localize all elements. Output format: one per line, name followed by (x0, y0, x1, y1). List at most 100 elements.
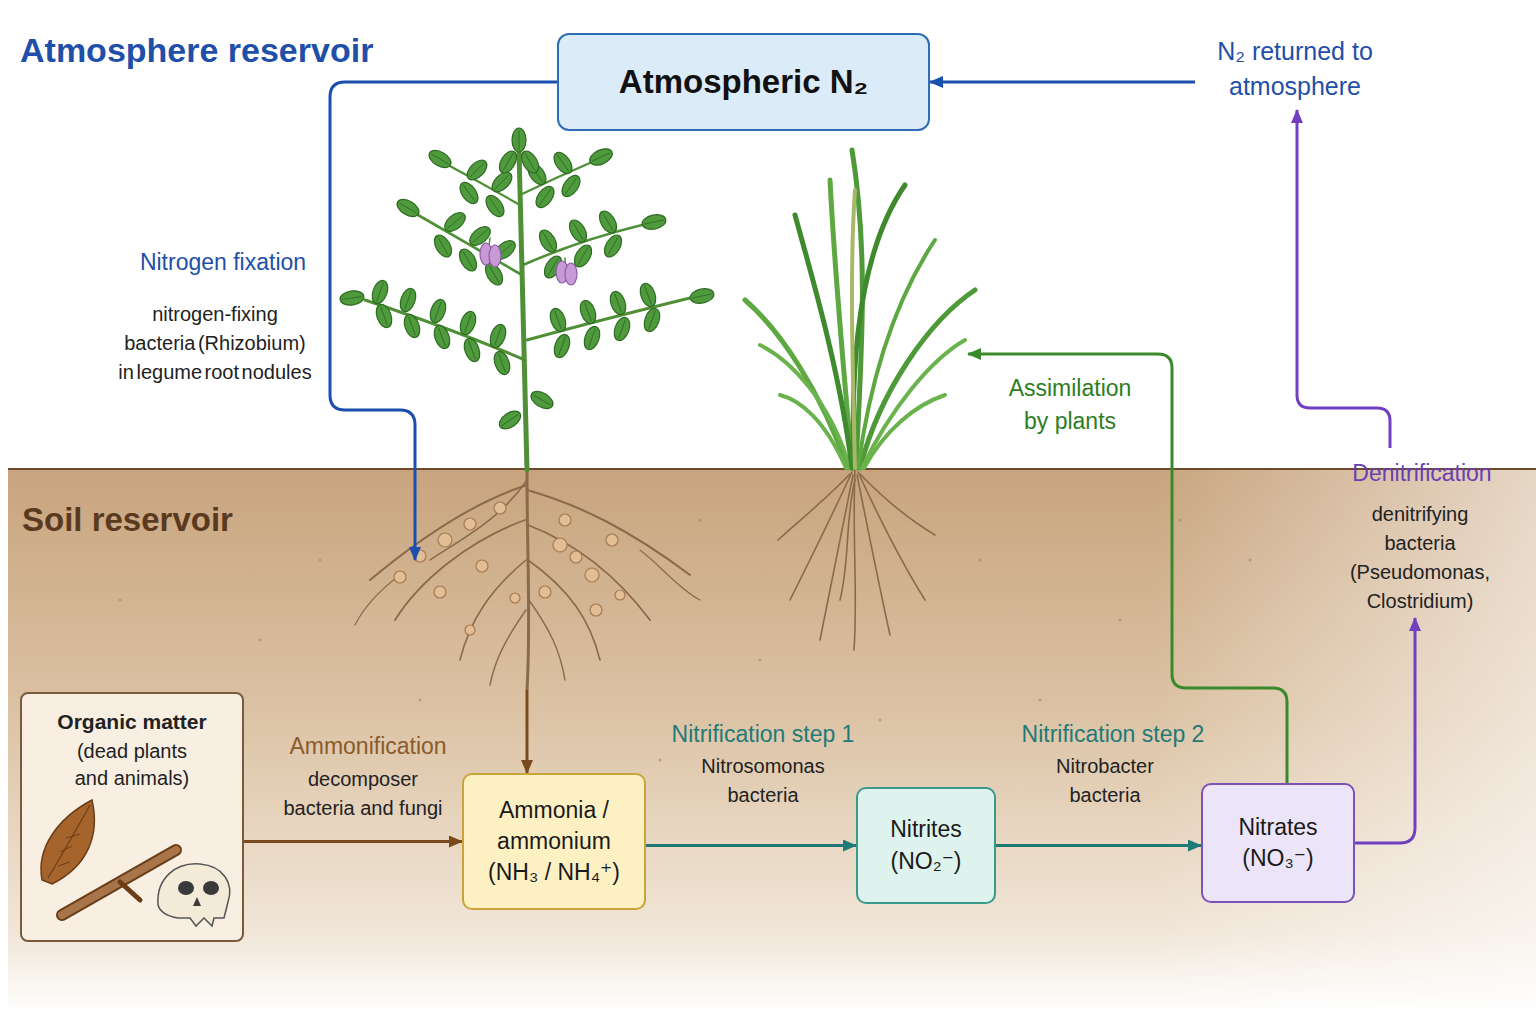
illustration-part (355, 470, 700, 690)
legume-plant (339, 128, 715, 690)
illustration-part (259, 639, 262, 642)
illustration-part (339, 289, 365, 306)
illustration-part (778, 474, 850, 540)
illustration-part (339, 128, 715, 433)
illustration-part (759, 659, 762, 662)
illustration-part (524, 160, 549, 188)
illustration-part (465, 625, 475, 635)
illustration-part (365, 150, 690, 470)
illustration-part (401, 312, 422, 339)
illustration-part (490, 610, 526, 685)
illustration-part (570, 551, 582, 563)
node-title: Organic matter (57, 708, 206, 736)
pool-box: Organic matter(dead plants and animals) (20, 692, 244, 942)
illustration-part (601, 232, 625, 260)
pool-box: Ammonia / ammonium(NH₃ / NH₄⁺) (462, 773, 646, 910)
illustration-part (587, 146, 615, 169)
illustration-part (566, 217, 590, 245)
illustration-part (456, 246, 480, 274)
illustration-part (611, 315, 632, 342)
node-title: Nitrites (890, 814, 962, 845)
illustration-part (394, 571, 406, 583)
process-label: Nitrification step 1 (672, 718, 855, 751)
arrow-segment (1297, 110, 1390, 448)
arrow-segment (526, 690, 529, 773)
illustration-part (1039, 699, 1042, 702)
illustration-part (547, 306, 568, 333)
illustration-part (606, 534, 618, 546)
illustration-part (979, 559, 982, 562)
illustration-part (431, 232, 455, 260)
illustration-part (527, 470, 529, 690)
illustration-part (558, 172, 583, 200)
illustration-part (512, 128, 526, 152)
illustration-part (476, 560, 488, 572)
illustration-part (539, 586, 551, 598)
arrow-segment (930, 81, 1195, 84)
illustration-part (528, 388, 556, 412)
illustration-part (860, 474, 935, 535)
illustration-part (1179, 519, 1182, 522)
illustration-part (527, 490, 690, 575)
illustration-part (355, 575, 400, 625)
illustration-part (581, 324, 602, 351)
arrow-segment (330, 82, 557, 560)
illustration-part (414, 550, 426, 562)
grass-plant (745, 150, 975, 650)
illustration-part (550, 149, 575, 177)
illustration-part (480, 243, 577, 285)
illustration-part (528, 525, 650, 620)
illustration-part (607, 289, 628, 316)
illustration-part (858, 240, 935, 468)
illustration-part (745, 150, 975, 468)
illustration-part (419, 699, 422, 702)
process-label: Denitrification (1352, 457, 1491, 490)
illustration-part (527, 298, 690, 340)
flow-arrow (244, 841, 462, 842)
illustration-part (840, 480, 855, 600)
illustration-part (448, 165, 520, 205)
arrow-segment (1355, 618, 1415, 843)
illustration-part (496, 407, 524, 432)
illustration-part (1249, 559, 1252, 562)
arrow-segment (996, 844, 1201, 847)
illustration-part (319, 559, 322, 562)
illustration-part (820, 475, 853, 640)
node-text: (NO₂⁻) (891, 846, 962, 877)
illustration-part (641, 306, 662, 333)
illustration-part (441, 209, 468, 235)
illustration-part (637, 281, 658, 308)
illustration-part (790, 472, 852, 600)
illustration-part (395, 520, 525, 620)
illustration-part (778, 470, 935, 650)
assimilation-arrow (968, 354, 1287, 783)
illustration-part (559, 514, 571, 526)
illustration-part (394, 502, 625, 635)
node-title: Ammonia / ammonium (484, 795, 624, 857)
illustration-part (480, 243, 492, 265)
illustration-part (854, 470, 855, 650)
node-title: Atmospheric N₂ (619, 60, 868, 105)
flow-arrow (646, 845, 856, 846)
illustration-part (8, 468, 1536, 470)
illustration-part (494, 502, 506, 514)
illustration-part (491, 349, 512, 376)
illustration-part (860, 290, 975, 468)
flow-arrow (330, 82, 557, 773)
illustration-part (431, 323, 452, 350)
illustration-part (523, 225, 642, 265)
illustration-part (532, 183, 557, 211)
flow-arrow (930, 82, 1415, 843)
illustration-part (590, 604, 602, 616)
illustration-part (853, 185, 905, 468)
illustration-part (369, 278, 390, 305)
illustration-part (430, 480, 527, 560)
illustration-part (418, 215, 522, 275)
illustration-part (427, 297, 448, 324)
process-label: Ammonification (289, 730, 446, 763)
illustration-part (659, 759, 662, 762)
annotation: Nitrobacter bacteria (1035, 752, 1175, 810)
region-heading: Soil reservoir (22, 496, 233, 544)
illustration-part (434, 586, 446, 598)
illustration-part (564, 258, 566, 280)
